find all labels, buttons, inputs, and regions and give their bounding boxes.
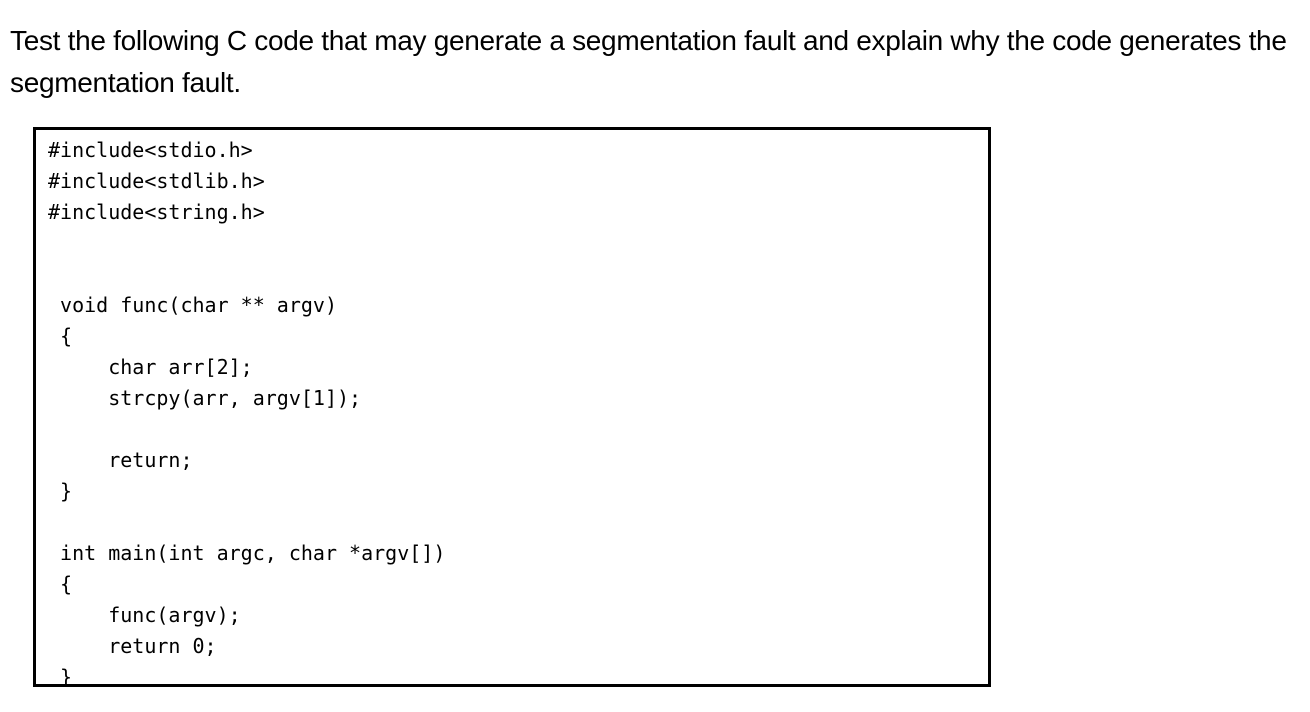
code-line: } (48, 665, 73, 687)
code-line: int main(int argc, char *argv[]) (48, 541, 446, 565)
code-line: #include<stdio.h> (48, 138, 253, 162)
code-line: } (48, 479, 73, 503)
code-line (48, 414, 988, 445)
code-line: { (48, 572, 73, 596)
code-line: return; (48, 448, 193, 472)
code-line: void func(char ** argv) (48, 293, 337, 317)
code-line: #include<stdlib.h> (48, 169, 265, 193)
question-prompt: Test the following C code that may gener… (10, 25, 1287, 98)
code-line: return 0; (48, 634, 217, 658)
code-line (48, 507, 988, 538)
code-line: #include<string.h> (48, 200, 265, 224)
code-line: strcpy(arr, argv[1]); (48, 386, 362, 410)
code-line: func(argv); (48, 603, 241, 627)
code-block: #include<stdio.h> #include<stdlib.h> #in… (33, 127, 991, 687)
code-line (48, 259, 988, 290)
code-line (48, 228, 988, 259)
code-line: char arr[2]; (48, 355, 253, 379)
code-line: { (48, 324, 73, 348)
